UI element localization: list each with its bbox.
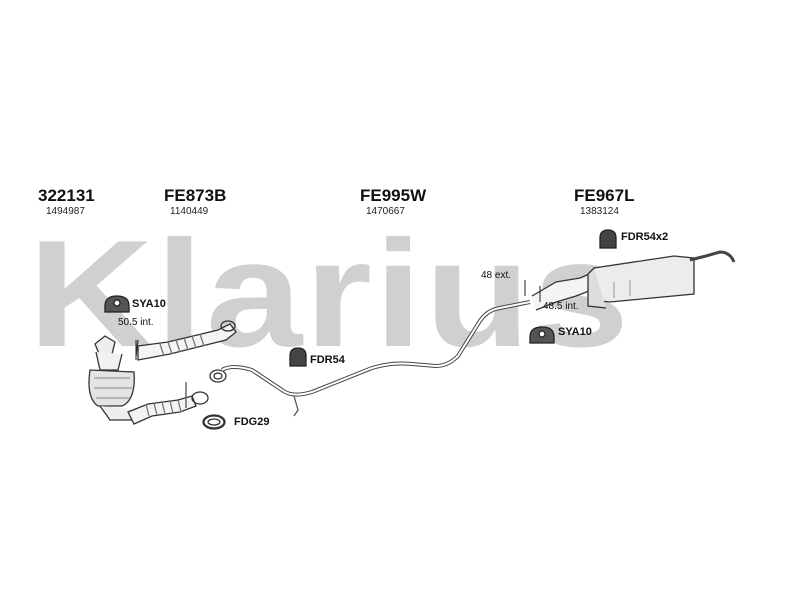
part-label-fdr54x2: FDR54x2 xyxy=(621,231,669,243)
part-label-sya10: SYA10 xyxy=(558,326,592,338)
gasket-ring-icon xyxy=(202,414,226,430)
brand-watermark: Klarius xyxy=(28,209,632,379)
section-code: FE967L xyxy=(574,186,635,205)
section-ref: 1494987 xyxy=(46,206,85,217)
front-flange xyxy=(209,369,227,383)
rear-silencer xyxy=(531,250,736,311)
section-code: FE873B xyxy=(164,186,227,205)
upper-flex-pipe xyxy=(135,320,237,361)
part-label-fdg29: FDG29 xyxy=(234,416,270,428)
rubber-hanger-icon xyxy=(529,326,555,344)
part-label-fdr54: FDR54 xyxy=(310,354,345,366)
section-ref: 1140449 xyxy=(170,206,209,217)
section-ref: 1470667 xyxy=(366,206,405,217)
measurement-marks xyxy=(135,280,541,360)
measurement-label: 48 ext. xyxy=(481,270,512,281)
lower-flex-pipe xyxy=(127,382,209,425)
mounting-clamp-icon xyxy=(599,229,617,249)
mounting-clamp-icon xyxy=(289,347,307,367)
section-ref: 1383124 xyxy=(580,206,619,217)
catalytic-converter xyxy=(88,335,141,421)
measurement-label: 48.5 int. xyxy=(543,301,579,312)
section-code: FE995W xyxy=(360,186,427,205)
part-label-sya10: SYA10 xyxy=(132,298,166,310)
section-code: 322131 xyxy=(38,186,95,205)
gasket-ring xyxy=(203,415,225,429)
centre-pipe xyxy=(220,300,531,417)
rubber-hanger-icon xyxy=(104,295,130,313)
measurement-label: 50.5 int. xyxy=(118,317,154,328)
